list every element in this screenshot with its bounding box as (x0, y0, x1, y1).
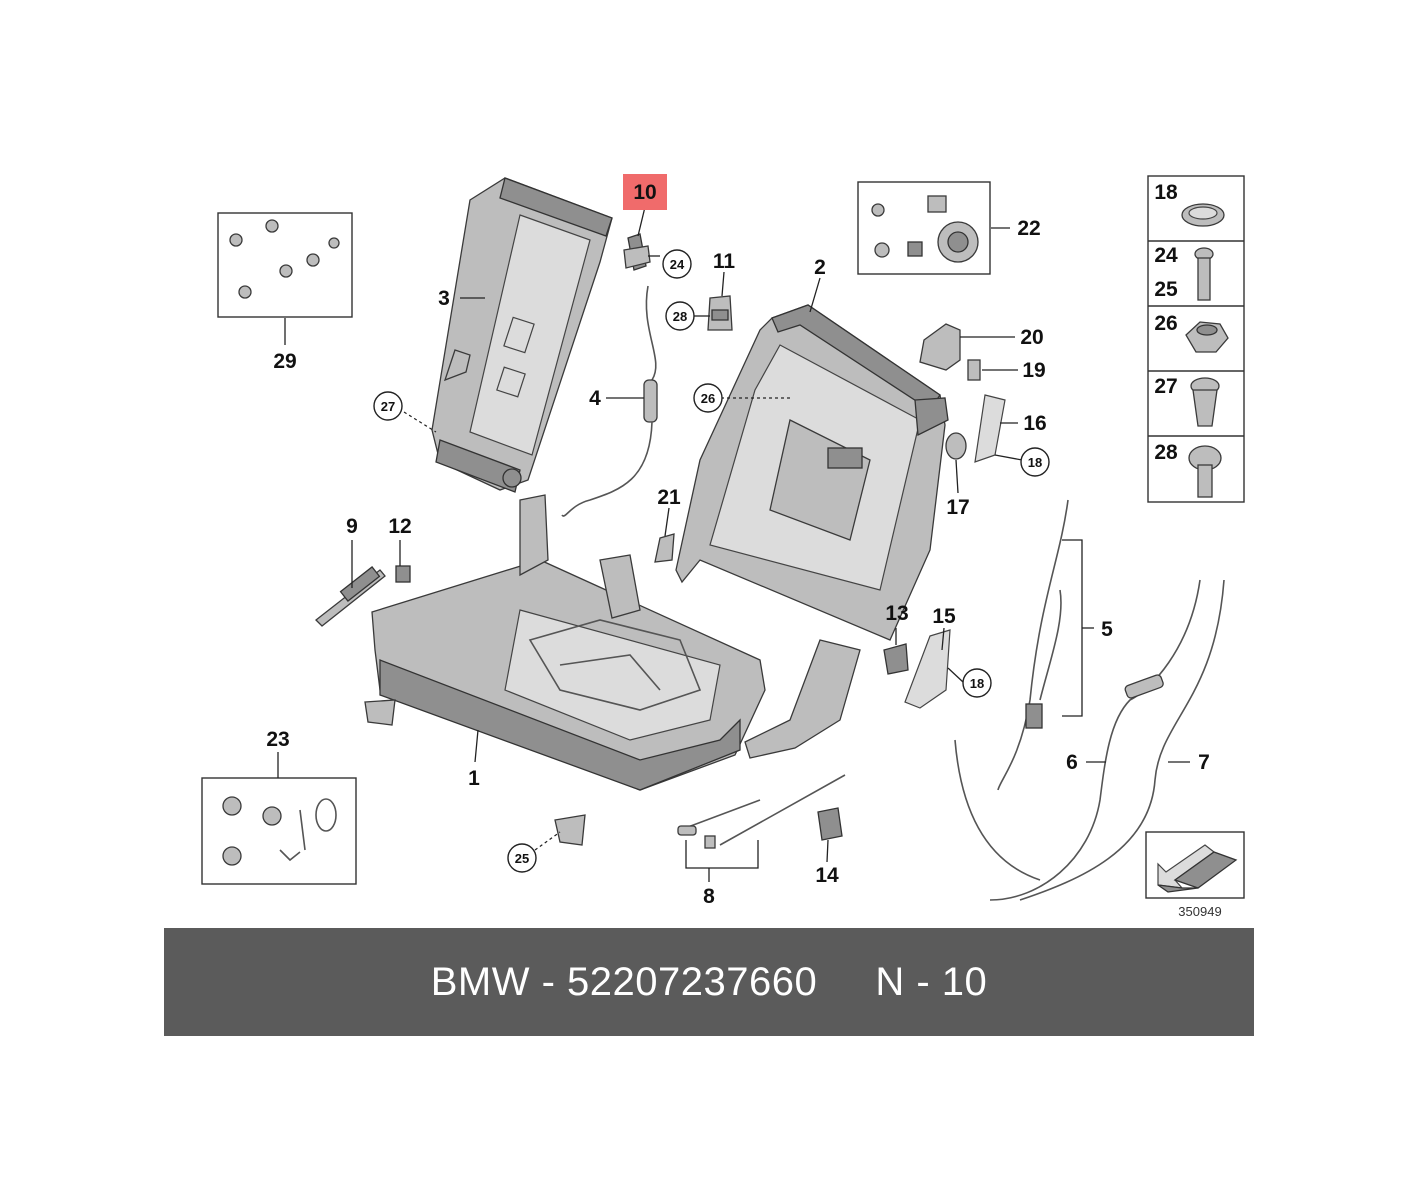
label-17: 17 (946, 496, 969, 519)
svg-text:24: 24 (670, 257, 685, 272)
diagram-reference-number: 350949 (1178, 904, 1221, 919)
part-caption: BMW - 52207237660 N - 10 (430, 959, 988, 1004)
caption-bar: BMW - 52207237660 N - 10 (164, 928, 1254, 1036)
label-5: 5 (1101, 618, 1113, 641)
circled-label-27: 27 (373, 391, 403, 421)
label-2: 2 (814, 256, 826, 279)
part-8-linkage (677, 774, 846, 849)
part-4-cable (561, 285, 658, 517)
parts-set-22 (871, 195, 979, 263)
legend-label-27: 27 (1154, 375, 1177, 398)
legend-label-26: 26 (1154, 312, 1177, 335)
part-16-handle (974, 394, 1006, 463)
part-21-clip (654, 533, 675, 563)
part-20-housing (919, 323, 961, 371)
orientation-arrow-box (1145, 831, 1245, 899)
label-6: 6 (1066, 751, 1078, 774)
part-12-clip (395, 565, 411, 583)
backrest-frame-narrow (431, 177, 613, 493)
part-11-latch (707, 295, 733, 331)
svg-text:18: 18 (970, 676, 984, 691)
seat-cushion-frame (364, 494, 766, 846)
circled-label-24: 24 (662, 249, 692, 279)
svg-text:26: 26 (701, 391, 715, 406)
part-9-strut (315, 566, 386, 627)
label-11: 11 (713, 250, 736, 273)
svg-text:27: 27 (381, 399, 395, 414)
part-14-lock (817, 807, 843, 841)
svg-text:25: 25 (515, 851, 529, 866)
backrest-frame-wide (675, 304, 949, 759)
label-29: 29 (273, 350, 296, 373)
part-19-pin (967, 359, 981, 381)
spring-set-23 (222, 796, 337, 866)
label-20: 20 (1020, 326, 1043, 349)
part-10-bracket (623, 233, 651, 271)
circled-label-18-top: 18 (1020, 447, 1050, 477)
legend-label-24: 24 (1154, 244, 1178, 267)
label-3: 3 (438, 287, 450, 310)
label-14: 14 (815, 864, 839, 887)
label-19: 19 (1022, 359, 1045, 382)
circled-label-26: 26 (693, 383, 723, 413)
label-1: 1 (468, 767, 480, 790)
legend-label-18: 18 (1154, 181, 1178, 204)
label-4: 4 (589, 387, 601, 410)
svg-text:18: 18 (1028, 455, 1042, 470)
label-8: 8 (703, 885, 715, 908)
circled-label-25: 25 (507, 843, 537, 873)
box-23 (201, 777, 357, 885)
legend-label-28: 28 (1154, 441, 1178, 464)
svg-text:28: 28 (673, 309, 687, 324)
label-7: 7 (1198, 751, 1210, 774)
label-21: 21 (657, 486, 681, 509)
part-13-cap (883, 643, 909, 675)
label-10: 10 (633, 181, 656, 204)
label-22: 22 (1017, 217, 1040, 240)
label-12: 12 (388, 515, 411, 538)
part-17-grommet (945, 432, 967, 460)
box-22 (857, 181, 991, 275)
label-16: 16 (1023, 412, 1046, 435)
cables-5-6-7 (954, 499, 1225, 901)
circled-label-18-bottom: 18 (962, 668, 992, 698)
circled-label-28: 28 (665, 301, 695, 331)
label-13: 13 (885, 602, 908, 625)
bolt-set-29 (229, 219, 340, 299)
box-29 (217, 212, 353, 318)
label-9: 9 (346, 515, 358, 538)
legend-label-25: 25 (1154, 278, 1178, 301)
label-23: 23 (266, 728, 289, 751)
label-15: 15 (932, 605, 956, 628)
fastener-legend (1147, 175, 1245, 503)
part-15-cover (904, 629, 951, 709)
highlight-part-10 (623, 174, 667, 210)
